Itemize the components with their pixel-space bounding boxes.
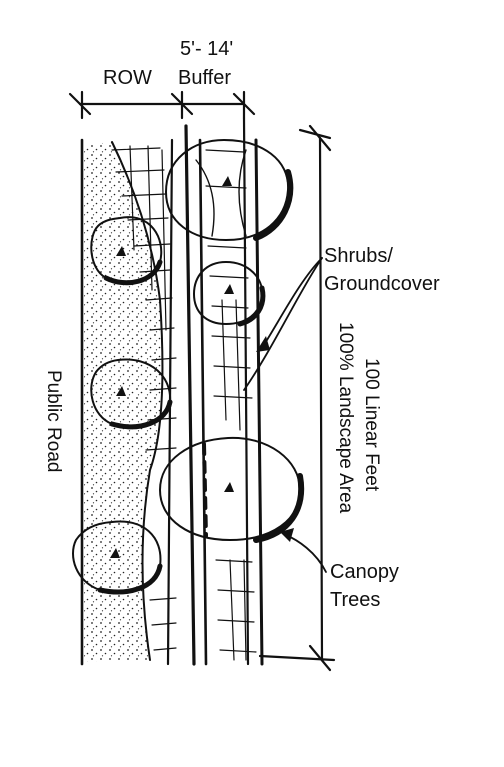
- tree-canopy: [90, 358, 173, 430]
- tree-canopy: [165, 139, 294, 241]
- canopy-arrow-icon: [280, 528, 294, 542]
- tree-trunk-icon: [116, 386, 126, 396]
- tree-trunk-icon: [224, 482, 234, 492]
- tree-trunk-icon: [222, 176, 232, 186]
- shrubs-leader: [243, 257, 323, 391]
- length-linear-label: 100 Linear Feet: [361, 358, 382, 492]
- tree-canopy: [193, 261, 266, 327]
- shrubs-arrow-icon: [256, 336, 270, 352]
- canopy-label-line2: Trees: [330, 589, 380, 611]
- top-dimension: [68, 90, 256, 120]
- road-label: Public Road: [43, 370, 64, 472]
- road-curb-line: [111, 141, 164, 661]
- canopy-trees: [72, 139, 305, 595]
- shrubs-label-line2: Groundcover: [324, 273, 440, 295]
- length-dimension: [258, 124, 336, 672]
- dimension-range-label: 5'- 14': [180, 38, 233, 60]
- buffer-label: Buffer: [178, 67, 231, 89]
- tree-trunk-icon: [224, 284, 234, 294]
- tree-canopy: [90, 216, 163, 286]
- tree-trunk-icon: [116, 246, 126, 256]
- shrubs-label-line1: Shrubs/: [324, 245, 393, 267]
- buffer-edges: [166, 116, 264, 666]
- length-area-label: 100% Landscape Area: [335, 322, 356, 514]
- tree-canopy: [159, 436, 305, 543]
- tree-trunk-icon: [110, 548, 120, 558]
- row-label: ROW: [103, 67, 152, 89]
- tree-canopy: [72, 520, 163, 595]
- canopy-label-line1: Canopy: [330, 561, 399, 583]
